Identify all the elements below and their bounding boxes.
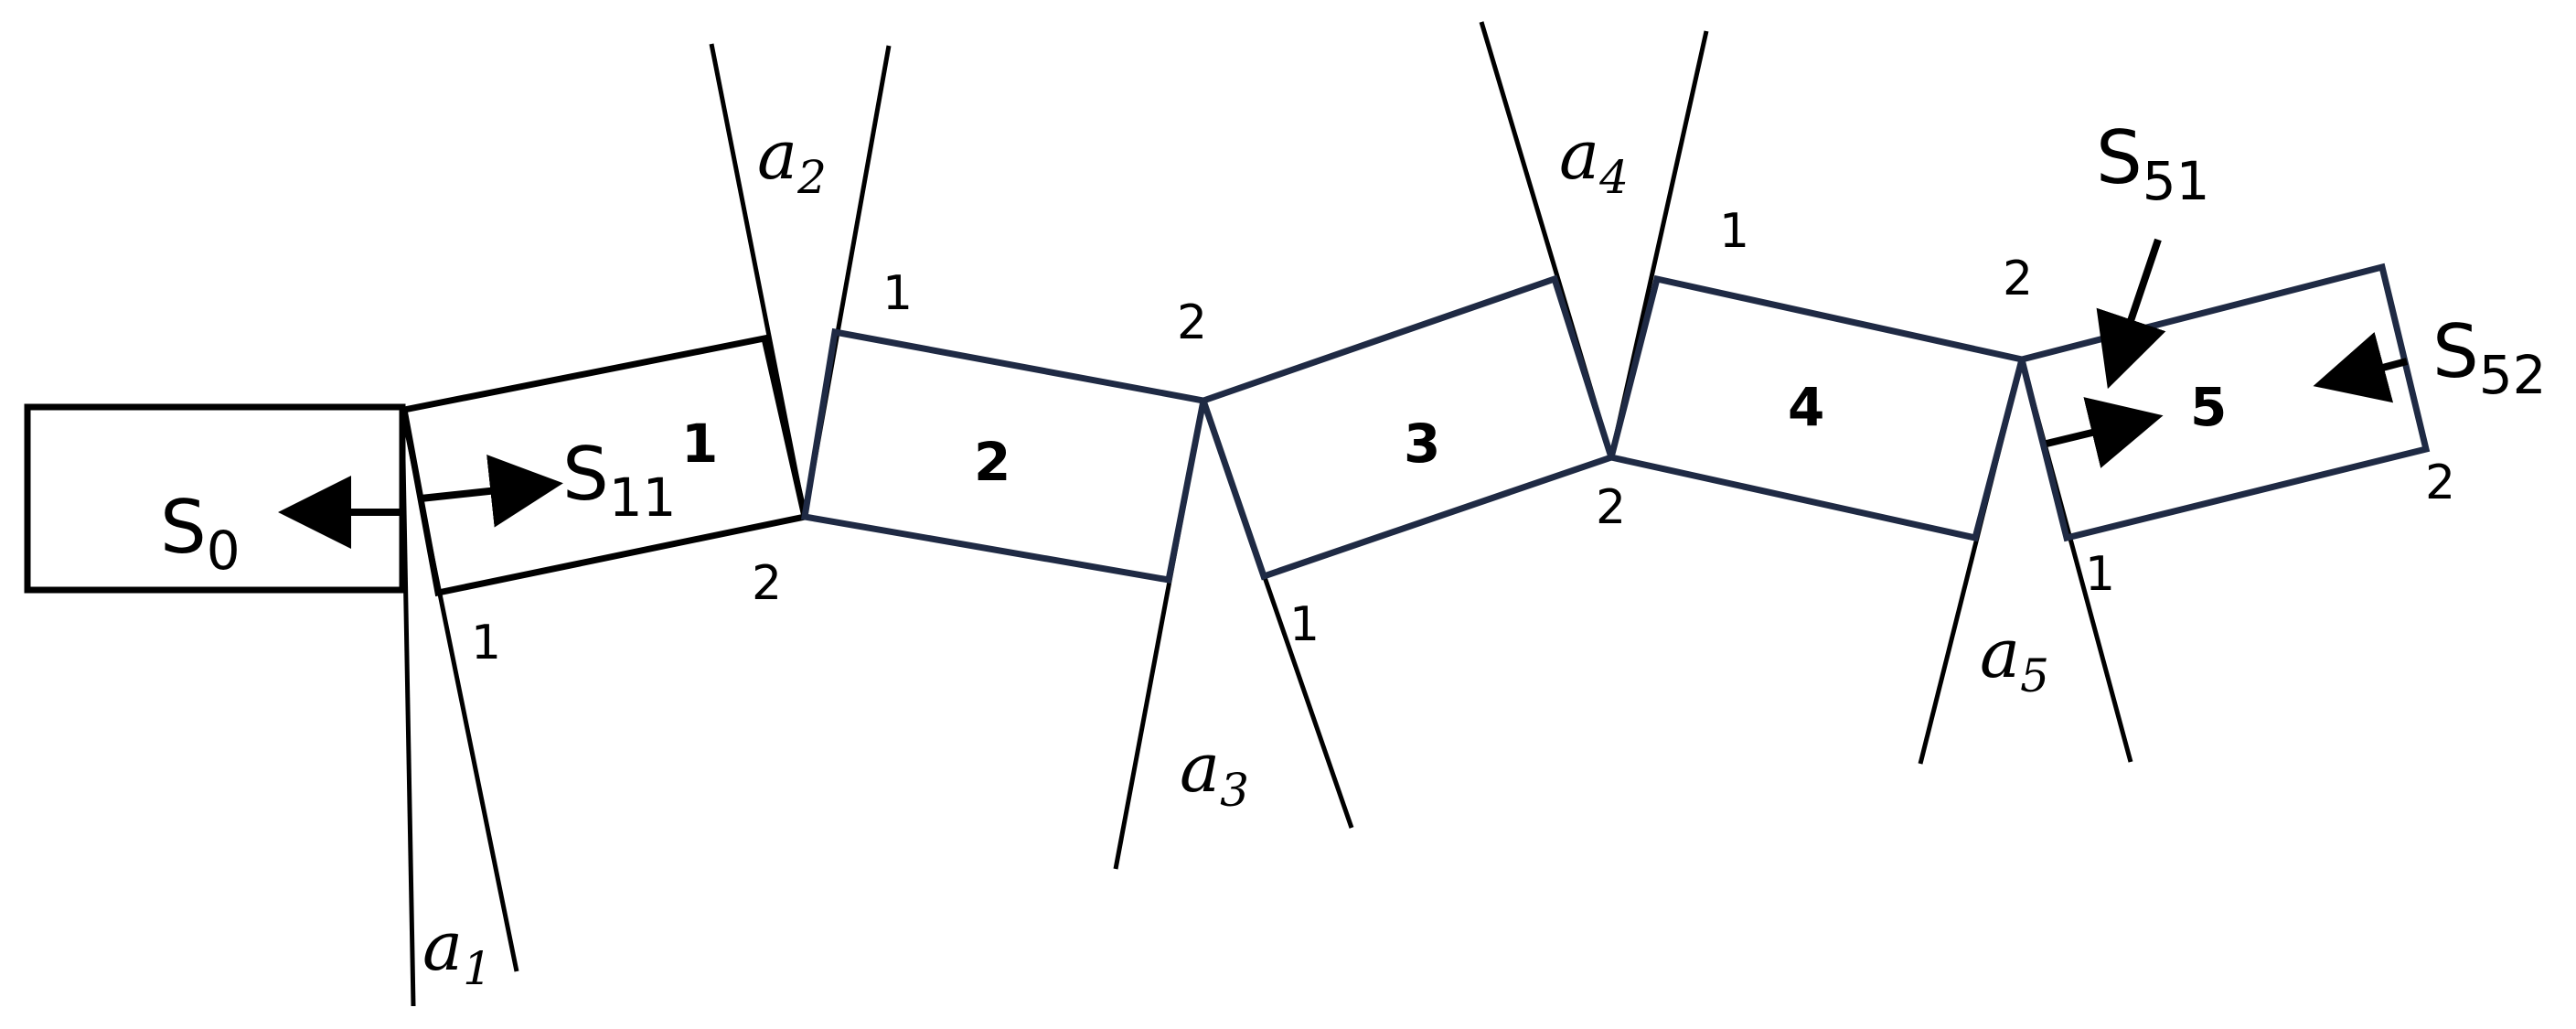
vertex-label-link5-1: 1 (2085, 547, 2115, 602)
label-s51: S51 (2096, 115, 2210, 212)
vertex-label-link1-2: 2 (752, 556, 782, 611)
link-2-body (800, 327, 1208, 584)
label-a4: a4 (1559, 116, 1629, 204)
arrow-link5-force (2046, 397, 2164, 468)
vertex-label-link4-2: 2 (2003, 252, 2033, 306)
label-a3: a3 (1180, 729, 1249, 817)
vertex-label-link1-1: 1 (471, 616, 501, 670)
link-number-5: 5 (2190, 376, 2227, 438)
label-a2: a2 (757, 116, 827, 204)
vertex-label-link5-2: 2 (2425, 456, 2455, 510)
link-number-4: 4 (1788, 376, 1824, 438)
label-a1: a1 (422, 907, 492, 995)
vertex-label-link2-2: 2 (1177, 295, 1207, 350)
arrow-s51 (2096, 238, 2166, 390)
label-s0: S0 (160, 485, 240, 582)
vertex-label-link2-1: 1 (882, 266, 913, 321)
link-number-2: 2 (974, 431, 1010, 493)
vertex-label-link3-1: 1 (1289, 597, 1320, 652)
link-4-body (1607, 274, 2026, 542)
link-5-body (2017, 263, 2431, 542)
link-number-3: 3 (1404, 413, 1440, 475)
label-s11: S11 (562, 432, 677, 529)
arrow-s52 (2313, 331, 2409, 403)
vertex-label-link3-2: 2 (1596, 480, 1626, 535)
arrow-s11 (420, 455, 563, 528)
label-s52: S52 (2432, 309, 2547, 406)
vertex-label-link4-1: 1 (1719, 204, 1749, 259)
label-a5: a5 (1980, 615, 2049, 702)
link-number-1: 1 (681, 413, 718, 475)
base-s0-box (24, 403, 406, 594)
